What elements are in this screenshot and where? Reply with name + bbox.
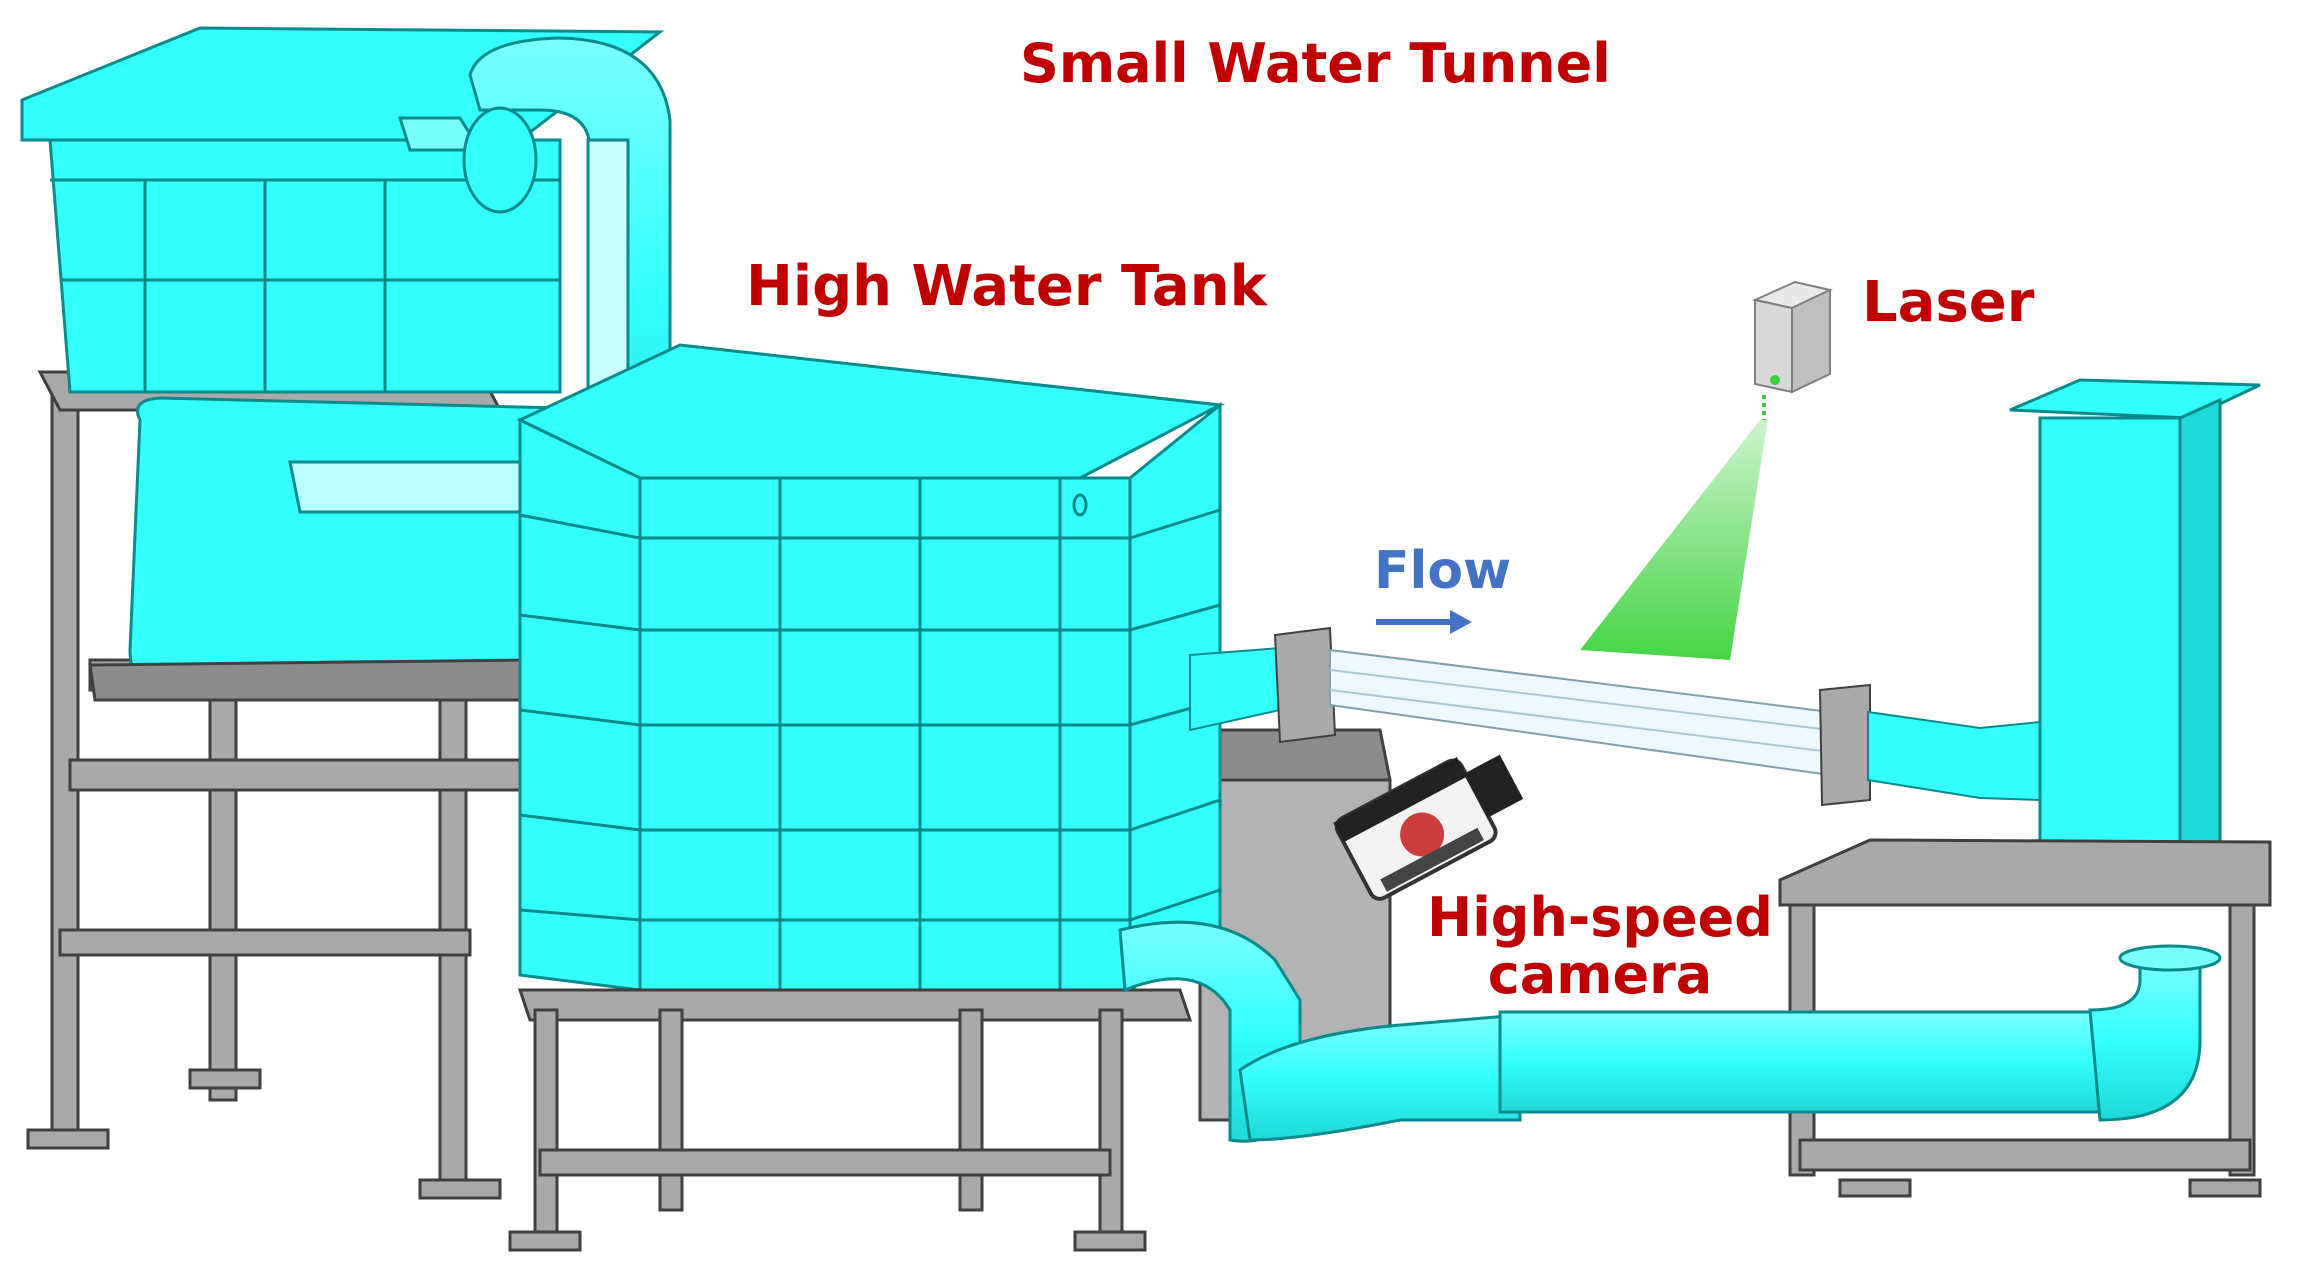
- test-section: [1189, 626, 2041, 807]
- return-pipe: [1118, 920, 2222, 1143]
- flow-arrow: [1376, 610, 1472, 634]
- high-water-tank-label: High Water Tank: [746, 254, 1267, 319]
- tank-stand: [508, 988, 1193, 1252]
- laser-label: Laser: [1862, 270, 2035, 335]
- camera-label-line-1: High-speed: [1427, 886, 1773, 949]
- high-speed-camera: [1333, 754, 1524, 901]
- diagram-title: Small Water Tunnel: [1020, 32, 1611, 95]
- high-water-tank: [516, 343, 1226, 993]
- camera-label-line-2: camera: [1487, 942, 1713, 1006]
- laser-unit: [1751, 280, 1834, 394]
- high-speed-camera-label: High-speed camera: [1420, 886, 1780, 1006]
- flow-label: Flow: [1374, 541, 1512, 601]
- return-tower: [2009, 378, 2261, 903]
- laser-sheet: [1580, 395, 1768, 660]
- settling-vessel: [128, 396, 562, 692]
